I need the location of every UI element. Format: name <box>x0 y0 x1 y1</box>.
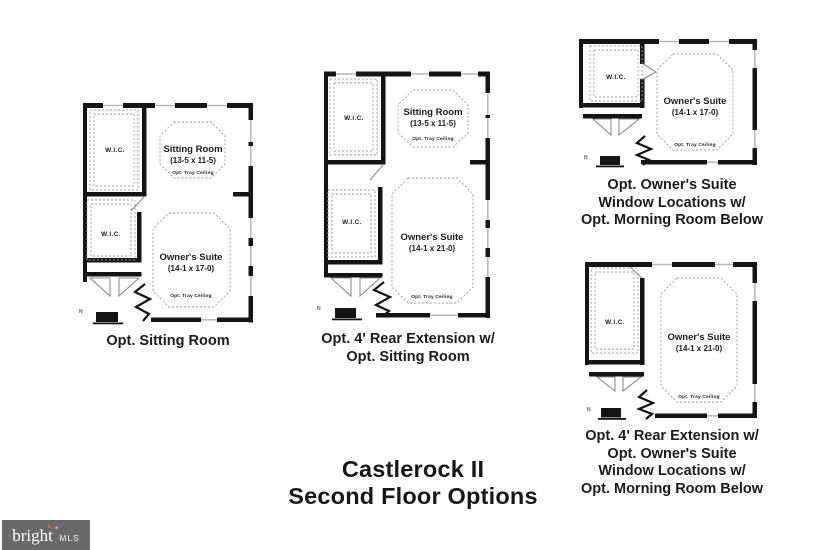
north-indicator: N <box>79 309 83 315</box>
double-door <box>595 376 643 393</box>
closet-shelving-outline <box>327 78 378 258</box>
tray-ceiling-label: Opt. Tray Ceiling <box>170 293 212 299</box>
tray-ceiling-outline <box>397 89 469 148</box>
wic-upper-label: W.I.C. <box>344 115 364 122</box>
owners-suite-dims: (14-1 x 17-0) <box>168 264 215 273</box>
north-indicator: N <box>587 407 591 413</box>
caption-line: Opt. Morning Room Below <box>580 480 764 497</box>
logo-trademark: ™ <box>53 526 59 531</box>
caption-line: Opt. Owner's Suite <box>607 177 737 193</box>
door-swing <box>629 266 643 279</box>
break-line <box>132 283 153 322</box>
stair-marker <box>96 312 118 322</box>
wic-upper-label: W.I.C. <box>105 147 125 154</box>
sitting-room-label: Sitting Room <box>163 144 222 155</box>
plan-caption: Opt. Sitting Room <box>83 333 253 351</box>
closet-shelving-outline <box>590 267 639 354</box>
tray-ceiling-label: Opt. Tray Ceiling <box>674 142 716 148</box>
floorplan-rear-extension-window-locations: W.I.C. Owner's Suite (14-1 x 21-0) Opt. … <box>585 261 758 420</box>
owners-suite-label: Owner's Suite <box>668 332 731 343</box>
flame-icon <box>47 524 52 529</box>
wic-label: W.I.C. <box>605 319 625 326</box>
door-swing <box>369 164 384 181</box>
closet-shelving-outline <box>86 109 139 261</box>
break-line <box>634 135 654 166</box>
tray-ceiling-outline <box>152 212 231 308</box>
tray-ceiling-outline <box>391 177 474 304</box>
wic-lower-label: W.I.C. <box>342 219 362 226</box>
door-swing <box>130 196 145 212</box>
stair-marker-base <box>93 322 123 325</box>
owners-suite-label: Owner's Suite <box>401 232 464 243</box>
break-line <box>371 281 393 318</box>
tray-ceiling-outline <box>159 121 226 179</box>
owners-suite-dims: (14-1 x 21-0) <box>676 344 723 353</box>
stair-marker <box>601 408 621 418</box>
tray-ceiling-outline <box>656 53 734 151</box>
plan-caption: Opt. 4' Rear Extension w/ Opt. Owner's S… <box>556 428 788 498</box>
north-indicator: N <box>584 155 588 161</box>
caption-line: Opt. 4' Rear Extension w/ <box>321 331 495 347</box>
owners-suite-dims: (14-1 x 17-0) <box>672 108 719 117</box>
owners-suite-label: Owner's Suite <box>160 252 223 263</box>
floorplan-window-locations: W.I.C. Owner's Suite (14-1 x 17-0) Opt. … <box>579 38 758 168</box>
caption-line: Opt. Sitting Room <box>346 348 470 365</box>
stair-marker <box>600 156 620 165</box>
sheet-title: Castlerock II Second Floor Options <box>250 456 576 509</box>
stair-marker <box>335 308 356 318</box>
break-line <box>636 389 656 420</box>
windows <box>103 102 254 323</box>
tray-ceiling-outline <box>660 277 738 403</box>
owners-suite-label: Owner's Suite <box>664 96 727 107</box>
tray-ceiling-label: Opt. Tray Ceiling <box>172 170 214 176</box>
wic-lower-label: W.I.C. <box>101 231 121 238</box>
logo-brand-text: bright <box>12 524 53 545</box>
tray-ceiling-label: Opt. Tray Ceiling <box>678 394 720 400</box>
sitting-room-dims: (13-5 x 11-5) <box>410 119 456 128</box>
stair-marker-base <box>596 165 624 168</box>
north-indicator: N <box>317 306 321 312</box>
caption-line: Opt. Sitting Room <box>106 333 230 349</box>
closet-shelving-outline <box>589 45 643 102</box>
tray-ceiling-label: Opt. Tray Ceiling <box>412 136 454 142</box>
caption-line: Opt. Morning Room Below <box>580 212 764 228</box>
stair-marker-base <box>332 318 362 321</box>
caption-line: Window Locations w/ <box>598 463 746 479</box>
caption-line: Opt. Owner's Suite <box>607 445 737 462</box>
stair-marker-base <box>598 418 626 420</box>
caption-line: Opt. 4' Rear Extension w/ <box>585 428 759 444</box>
sheet-title-line2: Second Floor Options <box>288 482 538 509</box>
caption-line: Window Locations w/ <box>598 194 746 211</box>
sheet-title-line1: Castlerock II <box>341 456 485 482</box>
logo-mls-text: MLS <box>59 532 80 543</box>
sitting-room-dims: (13-5 x 11-5) <box>170 156 216 165</box>
owners-suite-dims: (14-1 x 21-0) <box>409 244 456 253</box>
plan-caption: Opt. 4' Rear Extension w/ Opt. Sitting R… <box>292 331 524 366</box>
windows <box>336 71 491 318</box>
sitting-room-label: Sitting Room <box>403 107 462 118</box>
logo-brand-word: bright <box>12 525 53 545</box>
door-swing <box>642 63 657 80</box>
windows <box>659 38 758 165</box>
double-door <box>329 277 382 298</box>
plan-caption: Opt. Owner's Suite Window Locations w/ O… <box>560 177 784 230</box>
double-door <box>591 118 641 137</box>
double-door <box>88 277 141 298</box>
windows <box>652 261 758 419</box>
tray-ceiling-label: Opt. Tray Ceiling <box>411 294 453 300</box>
floorplan-rear-extension-sitting-room: W.I.C. W.I.C. Sitting Room (13-5 x 11-5)… <box>324 71 491 321</box>
bright-mls-logo: bright ™ MLS <box>2 520 90 550</box>
wic-label: W.I.C. <box>606 74 626 81</box>
floorplan-opt-sitting-room: W.I.C. W.I.C. Sitting Room (13-5 x 11-5)… <box>83 102 254 325</box>
